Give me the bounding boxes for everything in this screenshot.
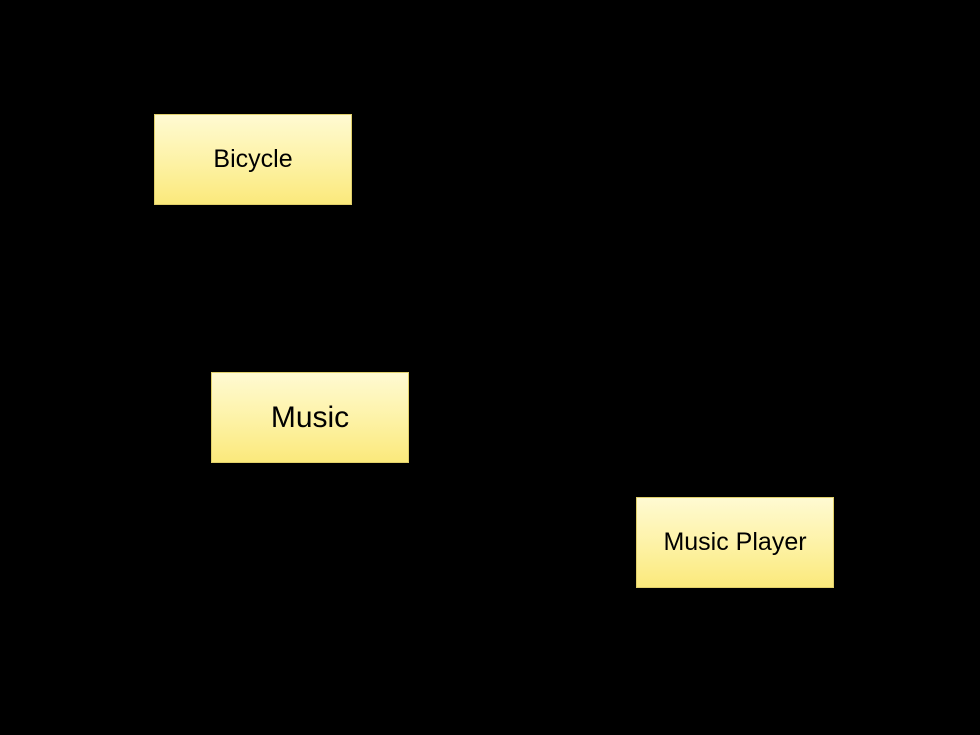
node-bicycle: Bicycle: [154, 114, 352, 205]
node-music-label: Music: [270, 400, 350, 434]
node-music-player-label: Music Player: [663, 528, 807, 556]
node-music: Music: [211, 372, 409, 463]
node-music-player: Music Player: [636, 497, 834, 588]
node-bicycle-label: Bicycle: [213, 145, 293, 173]
